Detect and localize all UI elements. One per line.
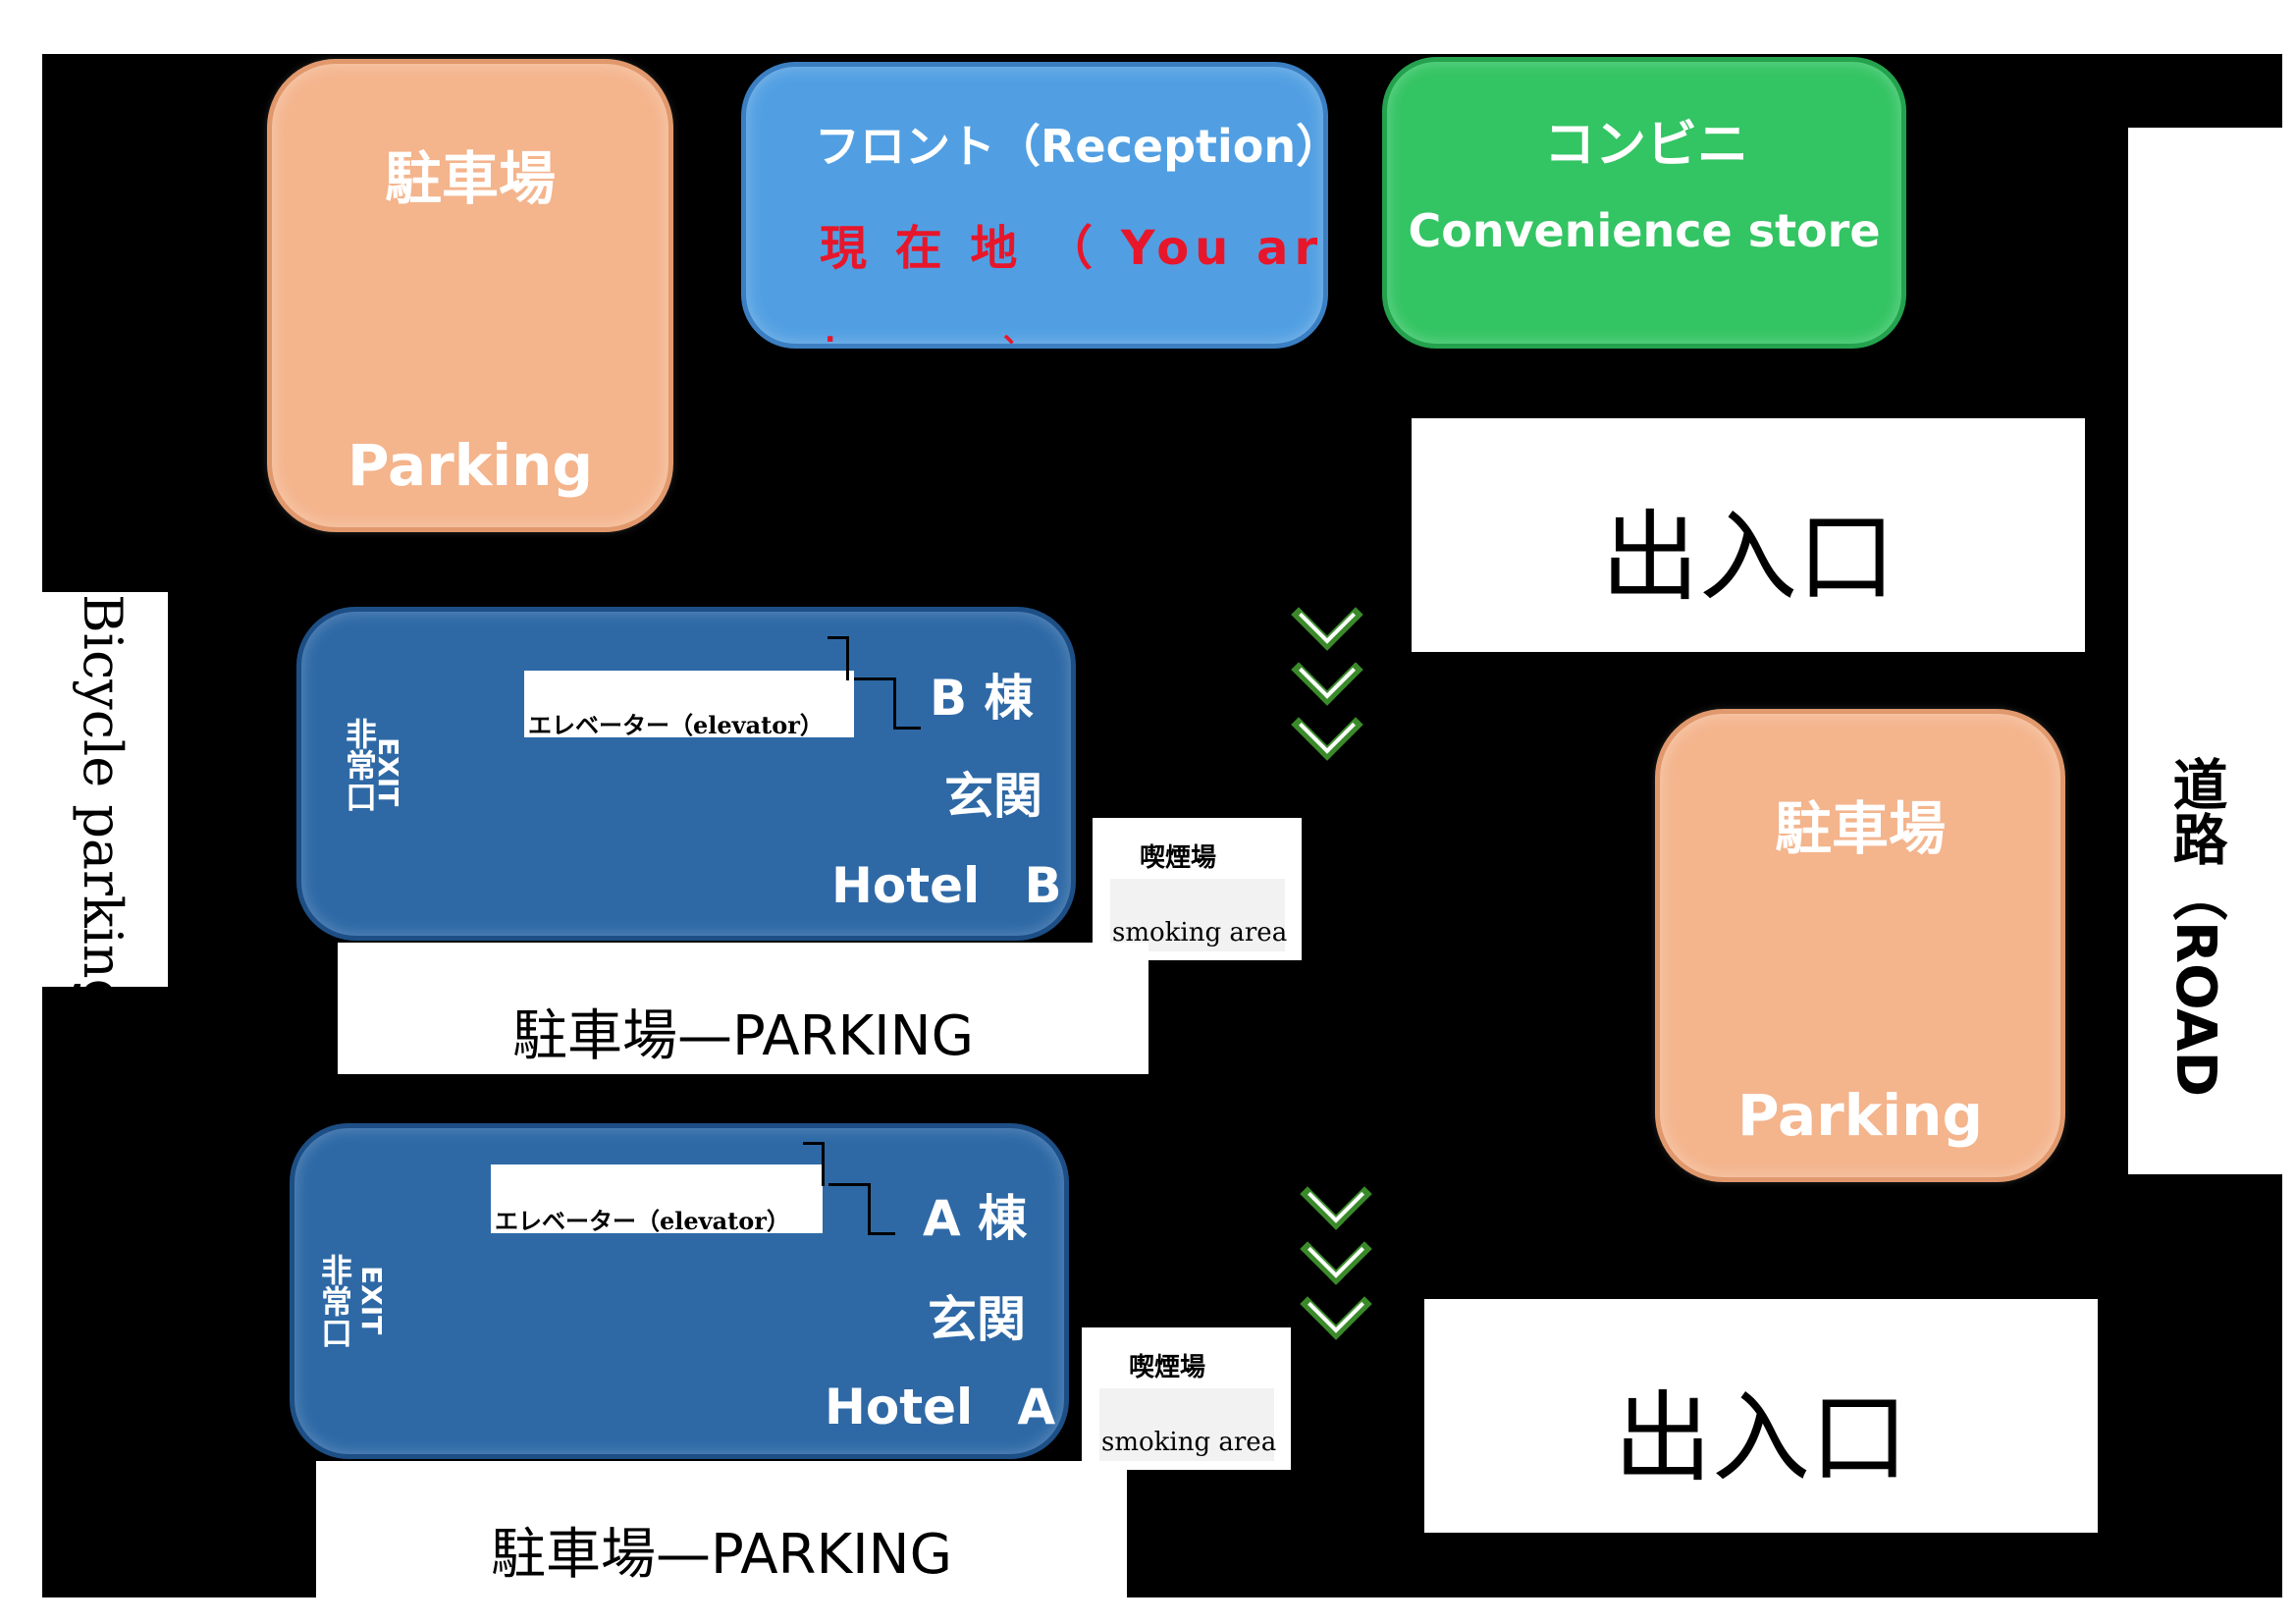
hotel-a-name: Hotel A <box>825 1379 1056 1435</box>
hotel-a-exit-jp: 非常口 <box>316 1254 353 1348</box>
reception-box: フロント（Reception） 現 在 地 （ You are . 、 <box>741 62 1328 349</box>
hotel-b-building: 非常口 EXIT B 棟 玄関 Hotel B <box>296 607 1076 941</box>
hotel-b-name: Hotel B <box>831 857 1062 914</box>
hotel-b-parking-strip: 駐車場—PARKING <box>338 943 1148 1074</box>
hotel-b-parking-label: 駐車場—PARKING <box>512 1004 974 1068</box>
hotel-a-smoking-area: 喫煙場 smoking area <box>1082 1327 1291 1470</box>
hotel-a-elevator-label: エレベーター（elevator） <box>495 1207 790 1235</box>
hotel-a-parking-strip: 駐車場—PARKING <box>316 1461 1127 1598</box>
parking-lot-top: 駐車場 Parking <box>267 59 673 532</box>
hotel-b-smoking-area: 喫煙場 smoking area <box>1093 818 1302 960</box>
hotel-a-exit-en: EXIT <box>355 1266 388 1335</box>
hotel-a-elevator-line-4 <box>868 1183 871 1234</box>
hotel-a-elevator-line-1 <box>803 1142 825 1145</box>
hotel-a-smoking-jp: 喫煙場 <box>1129 1353 1206 1382</box>
hotel-b-elevator-label: エレベーター（elevator） <box>528 711 824 739</box>
parking-right-en: Parking <box>1737 1082 1983 1149</box>
entrance-top: 出入口 <box>1412 418 2085 652</box>
hotel-a-smoking-panel <box>1099 1388 1274 1461</box>
hotel-b-exit-jp: 非常口 <box>341 718 378 812</box>
hotel-b-elevator-line-1 <box>828 636 849 639</box>
entrance-top-label: 出入口 <box>1601 500 1896 615</box>
hotel-b-elevator: エレベーター（elevator） <box>524 671 854 739</box>
hotel-b-smoking-panel <box>1110 879 1285 951</box>
entrance-bottom: 出入口 <box>1424 1299 2098 1533</box>
store-jp: コンビニ <box>1544 116 1749 175</box>
hotel-a-parking-label: 駐車場—PARKING <box>491 1523 952 1587</box>
current-location-label: 現 在 地 （ You are <box>820 221 1328 276</box>
bicycle-label: Bicycle parking <box>72 594 133 1013</box>
hotel-b-building-label: B 棟 <box>930 670 1034 727</box>
hotel-a-elevator-line-3 <box>828 1183 870 1186</box>
hotel-b-elevator-line-5 <box>893 727 921 730</box>
reception-title: フロント（Reception） <box>815 120 1328 173</box>
hotel-b-elevator-line-3 <box>854 677 895 680</box>
hotel-a-building-label: A 棟 <box>923 1190 1028 1247</box>
parking-lot-right: 駐車場 Parking <box>1655 709 2065 1182</box>
hotel-b-elevator-line-2 <box>846 636 849 680</box>
parking-top-jp: 駐車場 <box>384 145 556 212</box>
parking-right-jp: 駐車場 <box>1774 795 1946 862</box>
hotel-b-exit-en: EXIT <box>372 737 404 807</box>
bicycle-parking: Bicycle parking <box>42 592 168 1012</box>
hotel-a-smoking-en: smoking area <box>1101 1428 1277 1457</box>
hotel-a-elevator-line-2 <box>822 1142 825 1186</box>
hotel-b-smoking-jp: 喫煙場 <box>1140 843 1217 873</box>
store-en: Convenience store <box>1408 204 1881 257</box>
hotel-a-elevator-line-5 <box>868 1232 895 1235</box>
parking-top-en: Parking <box>347 432 593 499</box>
road-strip: 道路（ROAD <box>2128 128 2289 1174</box>
hotel-b-elevator-line-4 <box>893 677 896 729</box>
hotel-a-elevator: エレベーター（elevator） <box>491 1164 823 1235</box>
entrance-bottom-label: 出入口 <box>1614 1380 1908 1495</box>
road-label: 道路（ROAD <box>2163 756 2227 1098</box>
current-location-cut: . 、 <box>825 315 1111 349</box>
hotel-b-entrance: 玄関 <box>944 768 1042 825</box>
convenience-store-box: コンビニ Convenience store <box>1382 57 1906 349</box>
hotel-a-entrance: 玄関 <box>928 1291 1026 1348</box>
